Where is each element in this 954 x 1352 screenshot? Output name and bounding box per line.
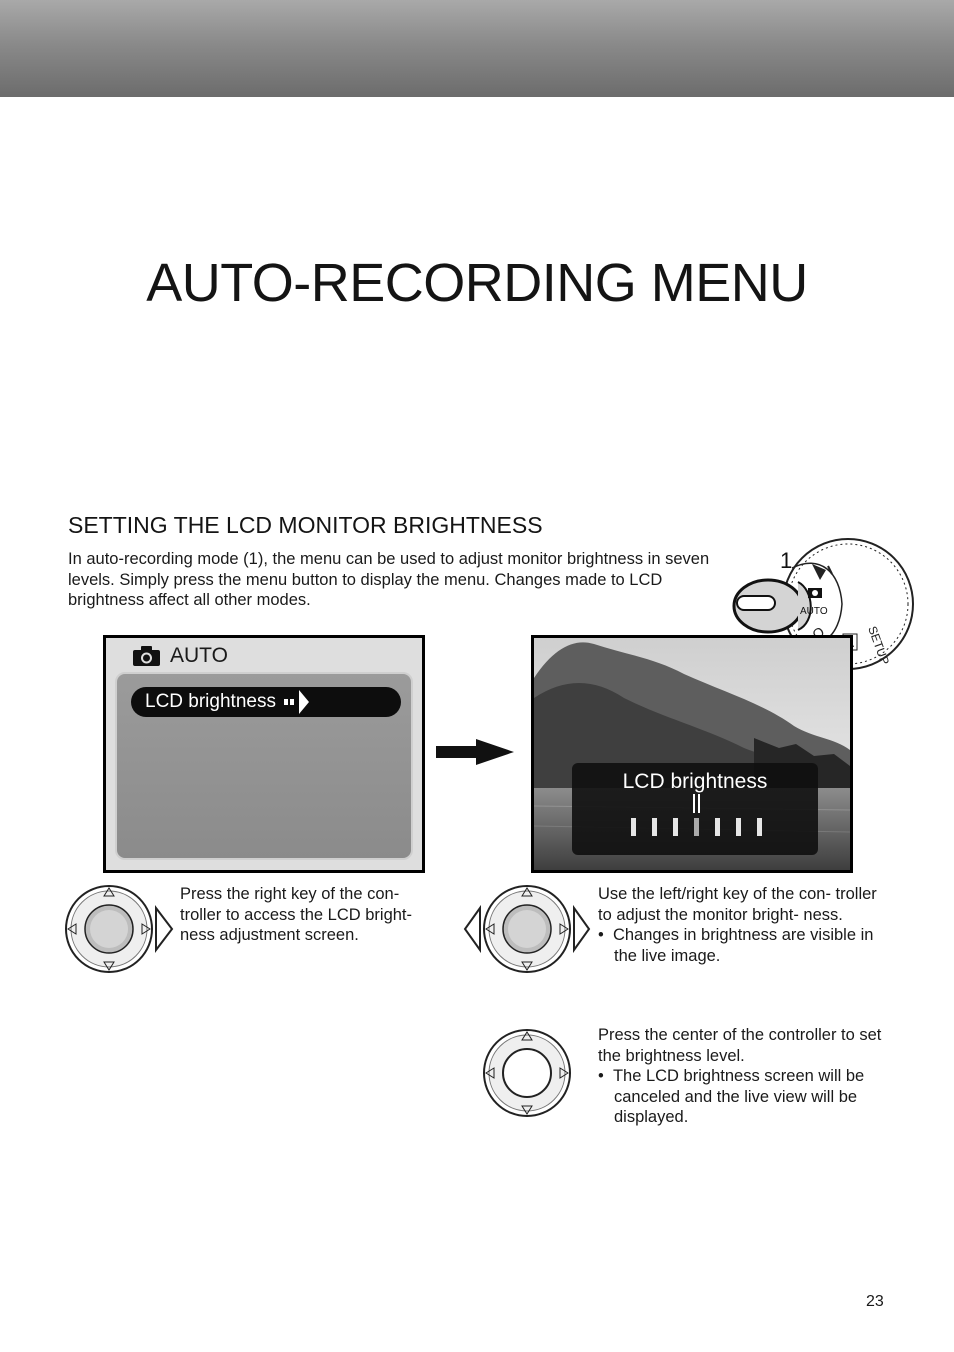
- brightness-level-segment: [673, 818, 678, 836]
- brightness-level-segment: [715, 818, 720, 836]
- dial-auto-label: AUTO: [800, 606, 828, 617]
- menu-item-lcd-brightness[interactable]: LCD brightness: [131, 687, 401, 717]
- brightness-panel: LCD brightness: [572, 763, 818, 855]
- transition-arrow-icon: [436, 739, 514, 765]
- level-dots-icon: [283, 699, 288, 705]
- lcd-live-view-screen: LCD brightness: [531, 635, 853, 873]
- brightness-label: LCD brightness: [622, 770, 768, 793]
- right-arrow-icon: [298, 690, 309, 714]
- controller-center-press-icon: [483, 1029, 571, 1117]
- brightness-level-segment: [631, 818, 636, 836]
- menu-item-label: LCD brightness: [145, 691, 276, 712]
- brightness-level-segment: [757, 818, 762, 836]
- page-number: 23: [866, 1293, 884, 1310]
- dial-callout-number: 1: [780, 548, 792, 573]
- header-bar: [0, 0, 954, 97]
- controller-left-right-keys-icon: [463, 885, 591, 973]
- menu-panel: LCD brightness: [115, 672, 413, 860]
- brightness-level-segment: [694, 818, 699, 836]
- step2-bullet: • Changes in brightness are visible in t…: [598, 926, 874, 965]
- brightness-current-marker: [698, 794, 700, 813]
- brightness-level-segment: [652, 818, 657, 836]
- step2-block: Use the left/right key of the con- troll…: [598, 884, 893, 966]
- brightness-current-marker: [693, 794, 695, 813]
- mode-label: AUTO: [170, 644, 228, 667]
- lcd-menu-screen: AUTO LCD brightness: [103, 635, 425, 873]
- step3-block: Press the center of the controller to se…: [598, 1025, 893, 1128]
- step1-text: Press the right key of the con- troller …: [180, 885, 413, 944]
- brightness-level-segment: [736, 818, 741, 836]
- step3-bullet: • The LCD brightness screen will be canc…: [598, 1067, 865, 1126]
- step3-text: Press the center of the controller to se…: [598, 1026, 882, 1065]
- intro-paragraph: In auto-recording mode (1), the menu can…: [68, 550, 710, 609]
- svg-text:.: .: [829, 623, 833, 639]
- controller-right-key-icon: [65, 885, 174, 973]
- page-title: AUTO-RECORDING MENU: [146, 253, 808, 313]
- section-title: SETTING THE LCD MONITOR BRIGHTNESS: [68, 512, 543, 538]
- mode-indicator: AUTO: [132, 644, 228, 668]
- step2-text: Use the left/right key of the con- troll…: [598, 885, 877, 924]
- camera-icon: [133, 646, 160, 666]
- brightness-level-bar[interactable]: [572, 794, 818, 846]
